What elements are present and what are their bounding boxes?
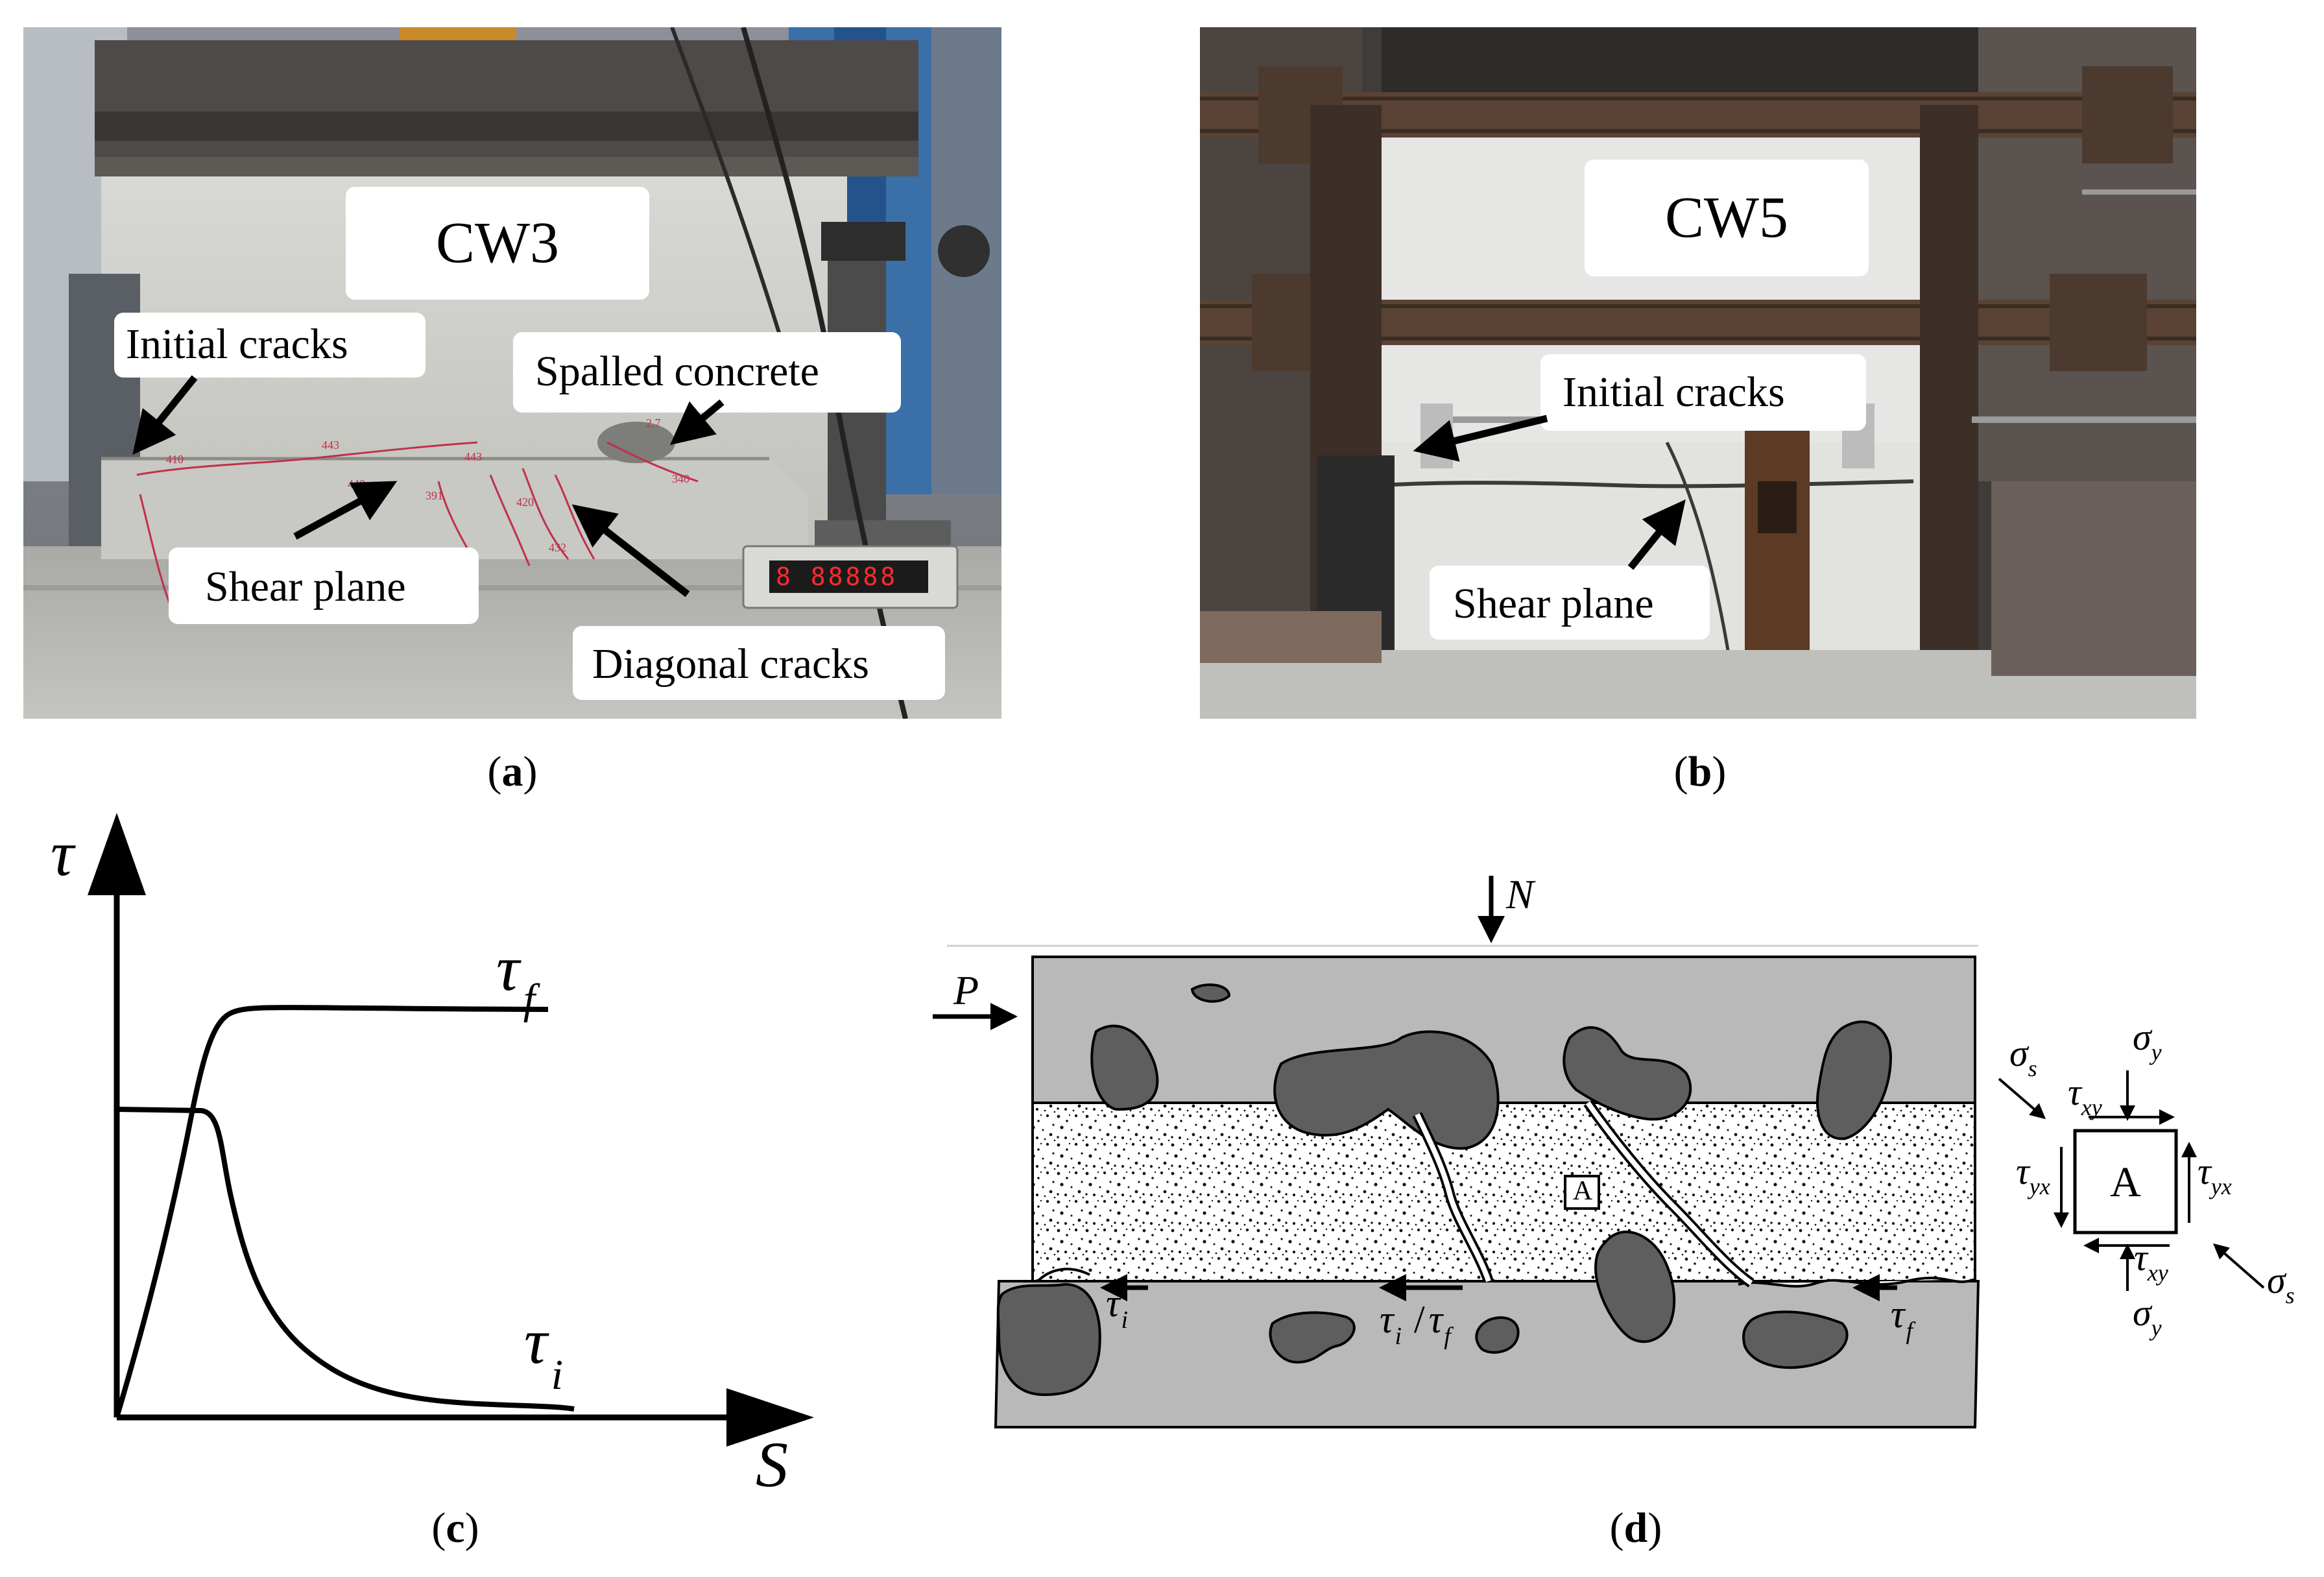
upper-concrete-block (1031, 956, 1976, 1104)
stress-element-label: A (2110, 1159, 2141, 1206)
photo-cw3-scene: 410 443 443 391 420 440 432 340 2.7 (23, 27, 1001, 719)
panel-label-a: (a) (487, 748, 538, 795)
arrow-initial-cracks-b (1413, 415, 1548, 462)
label-tau-i-over-tau-f: τi /τf (1380, 1298, 1451, 1350)
arrow-shear-plane-a (293, 481, 398, 540)
arrow-diagonal-cracks (571, 504, 690, 597)
arrow-sigma-s-top (1998, 1077, 2046, 1120)
svg-text:340: 340 (672, 472, 689, 485)
panel-label-d: (d) (1609, 1504, 1662, 1552)
svg-text:391: 391 (425, 489, 443, 502)
specimen-label-cw3: CW3 (346, 187, 649, 300)
stress-label-sigma-y-bottom: σy (2133, 1292, 2162, 1341)
panel-label-c: (c) (431, 1504, 479, 1552)
svg-text:443: 443 (322, 439, 339, 451)
curve-label-tau-i: τi (524, 1305, 564, 1399)
stress-label-sigma-y-top: σy (2133, 1016, 2162, 1065)
callout-initial-cracks-a: Initial cracks (114, 313, 425, 378)
callout-initial-cracks-b: Initial cracks (1540, 354, 1866, 431)
y-axis-symbol: τ (51, 817, 74, 889)
label-tau-i-left: τi (1106, 1282, 1129, 1334)
stress-label-tau-yx-left: τyx (2016, 1150, 2050, 1199)
label-element-a-in-layer: A (1572, 1176, 1593, 1206)
stress-label-tau-yx-right: τyx (2198, 1150, 2232, 1199)
digital-readout: 8 88888 (776, 562, 898, 591)
svg-text:443: 443 (464, 450, 482, 463)
svg-text:420: 420 (516, 496, 534, 509)
arrow-spalled-concrete (670, 399, 725, 446)
label-normal-force: N (1506, 871, 1534, 917)
diagonal-cracks-sketch (1412, 1100, 1755, 1288)
curve-label-tau-f: τf (496, 932, 536, 1023)
panel-label-b: (b) (1673, 748, 1727, 795)
svg-text:432: 432 (549, 541, 566, 554)
label-lateral-force: P (953, 967, 979, 1013)
stress-element-square (2073, 1129, 2178, 1234)
callout-spalled-concrete: Spalled concrete (513, 332, 901, 413)
arrow-initial-cracks-a (132, 375, 198, 455)
x-axis-symbol: S (756, 1428, 788, 1500)
stress-label-tau-xy-bottom: τxy (2134, 1236, 2168, 1286)
svg-text:410: 410 (166, 453, 184, 466)
photo-cw5: CW5 Initial cracks Shear plane (1200, 27, 2196, 719)
arrow-shear-plane-b (1627, 499, 1686, 570)
label-tau-f-right: τf (1891, 1293, 1913, 1345)
photo-cw3: 410 443 443 391 420 440 432 340 2.7 8 88… (23, 27, 1001, 719)
stress-label-sigma-s-top: σs (2009, 1032, 2037, 1081)
svg-text:2.7: 2.7 (646, 416, 661, 429)
callout-shear-plane-a: Shear plane (169, 548, 479, 624)
aggregates (996, 983, 1893, 1397)
callout-shear-plane-b: Shear plane (1430, 566, 1710, 640)
callout-diagonal-cracks: Diagonal cracks (573, 626, 945, 700)
stress-label-sigma-s-bottom: σs (2267, 1259, 2295, 1308)
element-a-box (1564, 1175, 1600, 1210)
stress-label-tau-xy-top: τxy (2068, 1071, 2102, 1120)
specimen-label-cw5: CW5 (1585, 160, 1869, 276)
arrow-sigma-s-bottom (2212, 1243, 2265, 1289)
